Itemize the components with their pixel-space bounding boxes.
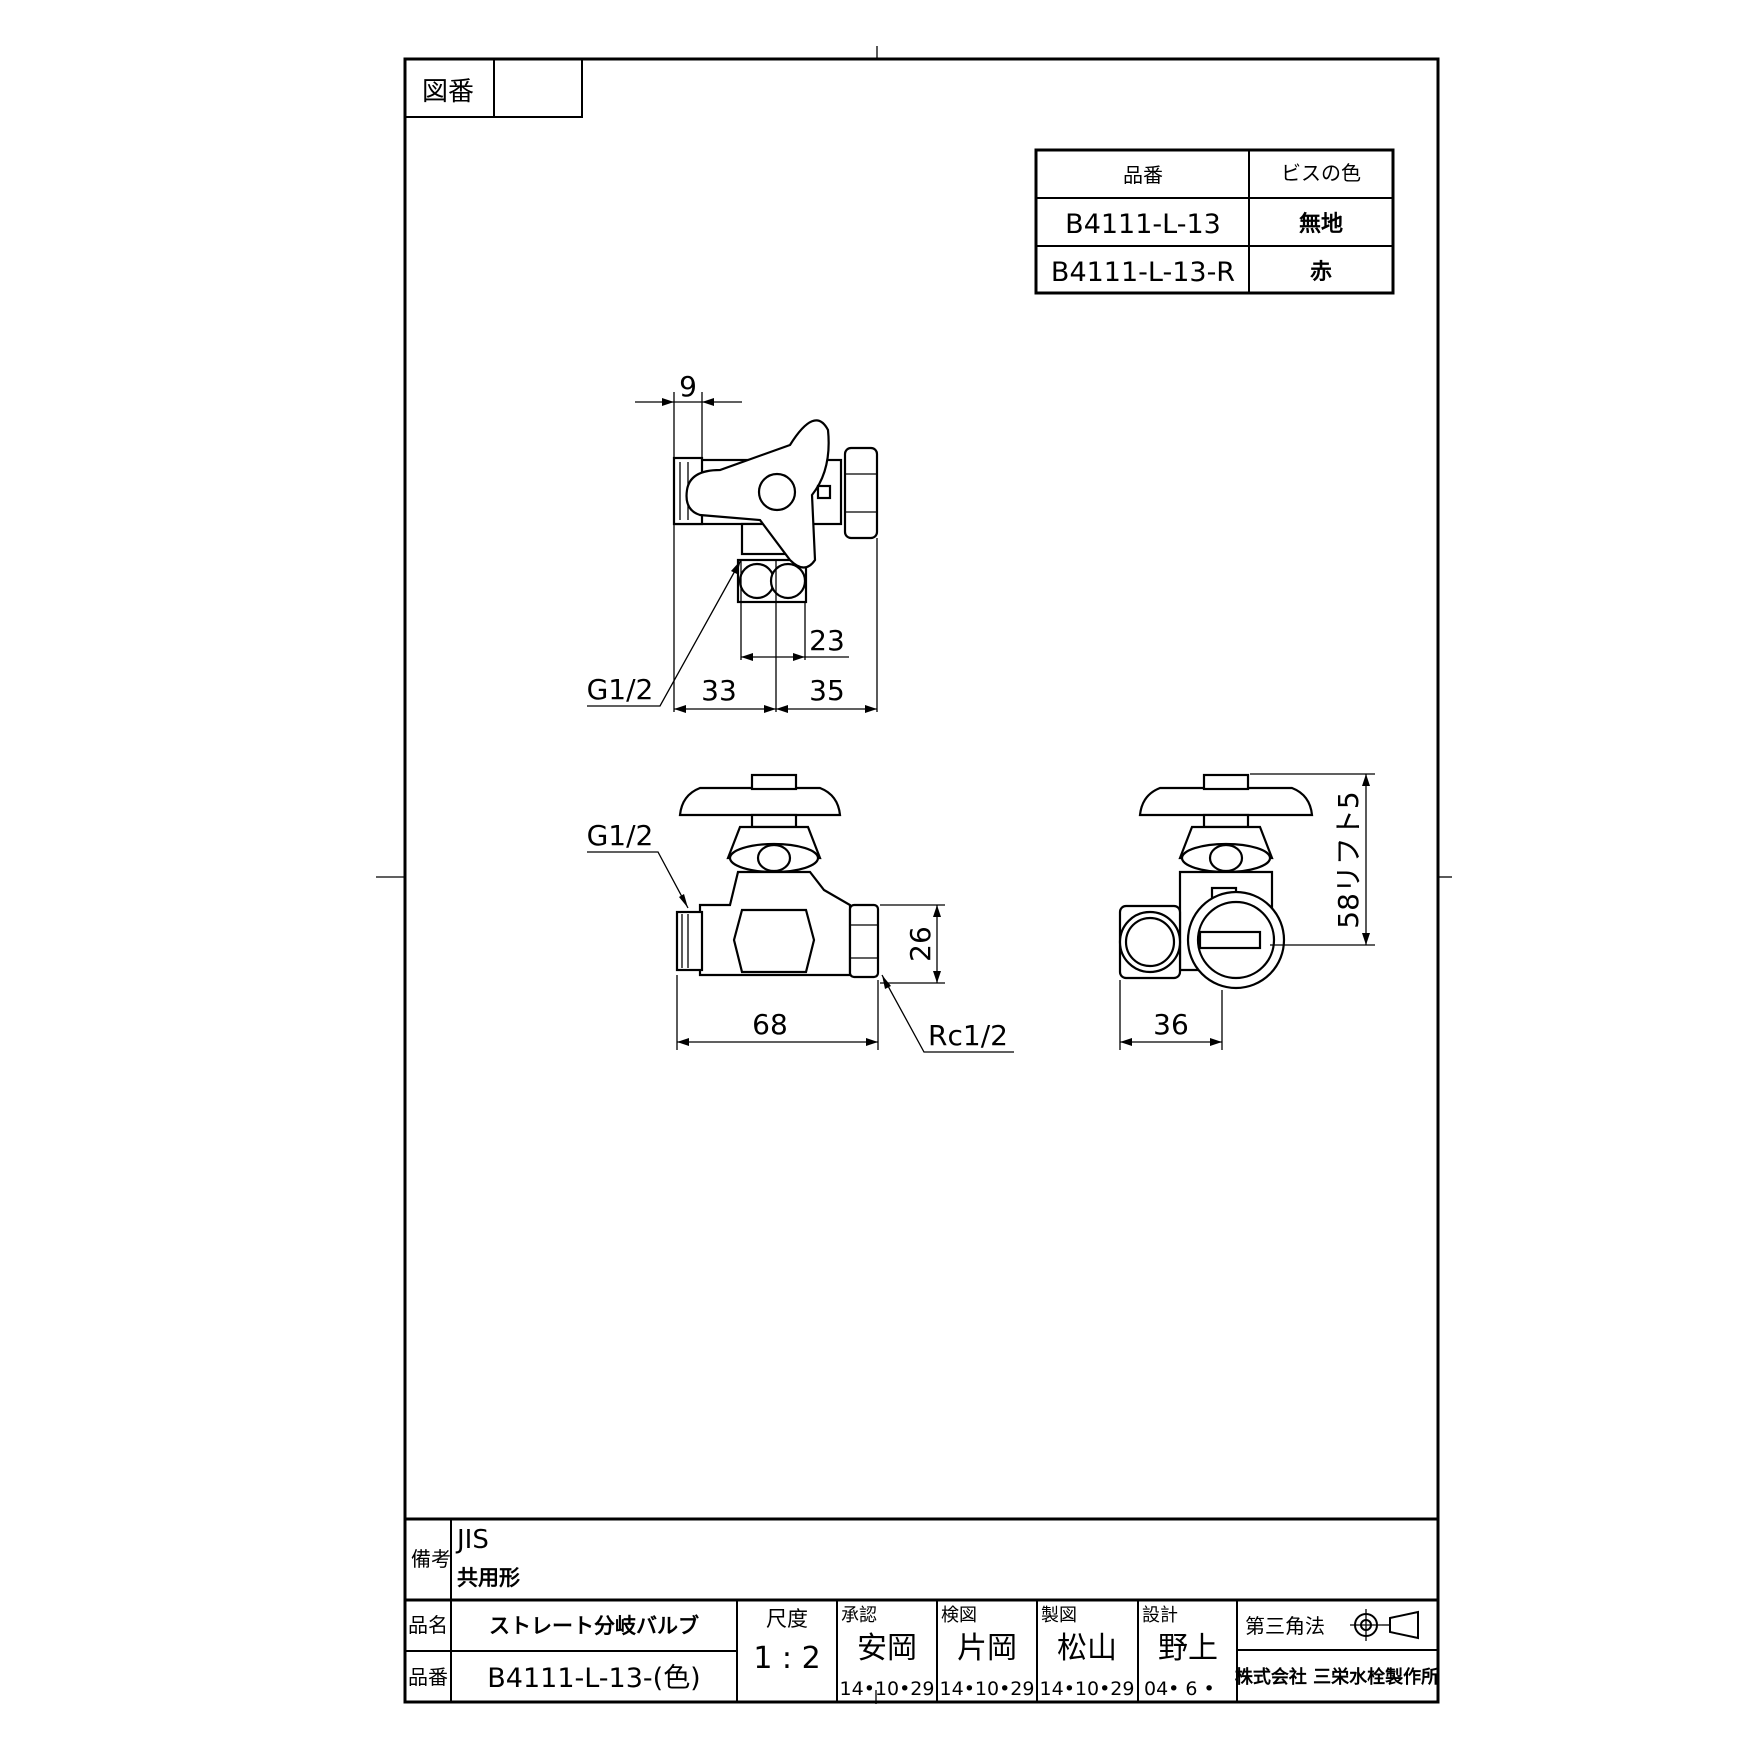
remarks-line-1: JIS xyxy=(455,1525,489,1555)
top-view: 9 23 33 35 G1/2 xyxy=(587,370,879,713)
scale-label: 尺度 xyxy=(766,1607,808,1631)
drawing-number-box: 図番 xyxy=(404,58,583,118)
approval-name-4: 野上 xyxy=(1158,1631,1218,1666)
drawing-frame xyxy=(403,57,1440,1704)
title-block: 品名 ストレート分岐バルブ 品番 B4111-L-13-(色) 尺度 1 : 2… xyxy=(405,1598,1439,1702)
product-number: B4111-L-13-(色) xyxy=(487,1663,700,1694)
row1-part-no: B4111-L-13 xyxy=(1065,209,1221,240)
row2-part-no: B4111-L-13-R xyxy=(1051,257,1235,288)
variant-table: 品番 ビスの色 B4111-L-13 無地 B4111-L-13-R 赤 xyxy=(1034,148,1395,295)
dim-23: 23 xyxy=(809,624,845,657)
product-name: ストレート分岐バルブ xyxy=(489,1614,699,1638)
header-part-no: 品番 xyxy=(1123,163,1163,187)
number-label: 品番 xyxy=(408,1665,448,1689)
dim-33: 33 xyxy=(701,674,737,707)
drawing-number-label: 図番 xyxy=(422,77,474,107)
dim-9: 9 xyxy=(679,370,697,403)
approval-name-3: 松山 xyxy=(1057,1631,1117,1666)
dim-68: 68 xyxy=(752,1008,788,1041)
remarks-label: 備考 xyxy=(411,1547,451,1571)
top-thread-label: G1/2 xyxy=(587,673,654,706)
approval-date-2: 14•10•29 xyxy=(940,1678,1035,1700)
company-name: 株式会社 三栄水栓製作所 xyxy=(1235,1666,1439,1688)
header-screw-color: ビスの色 xyxy=(1281,161,1361,185)
row1-screw-color: 無地 xyxy=(1299,211,1343,237)
approval-role-1: 承認 xyxy=(841,1605,877,1626)
dim-58-lift-5: 58リフト5 xyxy=(1332,791,1365,928)
approval-date-1: 14•10•29 xyxy=(840,1678,935,1700)
name-label: 品名 xyxy=(408,1613,448,1637)
approval-name-2: 片岡 xyxy=(957,1631,1017,1666)
approval-role-3: 製図 xyxy=(1041,1605,1077,1626)
front-outlet-thread-label: Rc1/2 xyxy=(928,1019,1008,1052)
remarks-block: 備考 JIS 共用形 xyxy=(405,1517,1438,1600)
approval-date-4: 04• 6 • xyxy=(1144,1678,1215,1700)
approval-role-2: 検図 xyxy=(941,1605,977,1626)
front-view: 68 26 G1/2 Rc1/2 xyxy=(587,773,1014,1053)
approval-name-1: 安岡 xyxy=(857,1631,917,1666)
approval-role-4: 設計 xyxy=(1142,1605,1178,1626)
third-angle-projection-icon xyxy=(1350,1609,1419,1641)
dim-26: 26 xyxy=(904,926,937,962)
front-inlet-thread-label: G1/2 xyxy=(587,819,654,852)
row2-screw-color: 赤 xyxy=(1310,260,1332,285)
projection-label: 第三角法 xyxy=(1245,1614,1325,1638)
dim-35: 35 xyxy=(809,674,845,707)
remarks-line-2: 共用形 xyxy=(457,1566,520,1590)
side-view: 36 58リフト5 xyxy=(1118,773,1375,1050)
dim-36: 36 xyxy=(1153,1008,1189,1041)
approval-date-3: 14•10•29 xyxy=(1040,1678,1135,1700)
scale-value: 1 : 2 xyxy=(753,1641,820,1676)
